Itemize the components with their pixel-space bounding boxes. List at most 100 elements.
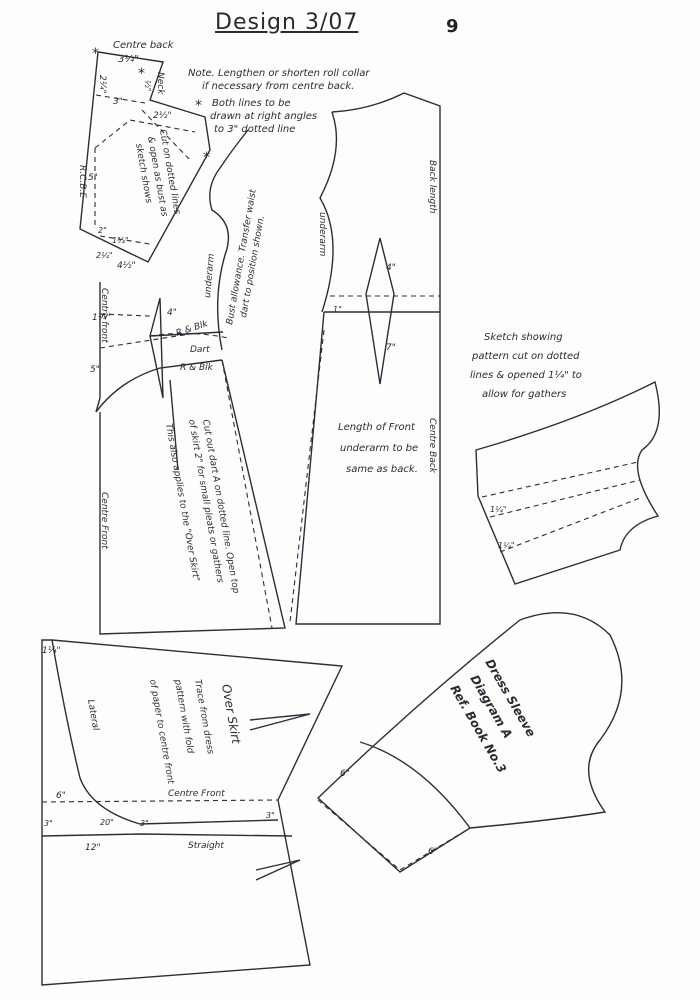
bodice-front-measure-4: 4": [167, 308, 177, 318]
bodice-front-underarm-label: underarm: [203, 253, 217, 298]
note-1-line-2: if necessary from centre back.: [202, 81, 354, 92]
dress-sleeve-measure-6b: 6": [428, 847, 438, 857]
skirt-front-dotted-dart: [221, 359, 273, 629]
sleeve-sketch-line-1: Sketch showing: [484, 332, 563, 343]
page-title: Design 3/07: [215, 10, 359, 35]
collar-rcbe-label: R.C.B.E: [77, 165, 87, 198]
skirt-length-note-3: same as back.: [346, 464, 418, 475]
collar-centre-back-label: Centre back: [113, 40, 175, 51]
overskirt-outline: [41, 639, 344, 986]
note-2-line-3: to 3" dotted line: [214, 124, 295, 135]
collar-outline: [79, 51, 211, 263]
overskirt-measure-12: 12": [85, 843, 101, 853]
sleeve-sketch: Sketch showing pattern cut on dotted lin…: [470, 332, 661, 585]
bodice-back-measure-7: 7": [386, 343, 396, 353]
skirt-back-dotted-line: [289, 329, 325, 623]
sleeve-sketch-line-2: pattern cut on dotted: [471, 351, 580, 362]
overskirt-measure-3c: 3": [44, 819, 53, 828]
dress-sleeve-measure-6a: 6": [340, 769, 350, 779]
note-1-line-1: Note. Lengthen or shorten roll collar: [188, 68, 370, 79]
bodice-front-measure-1-1-4: 1¼": [92, 313, 111, 323]
bodice-front-bust-line: [99, 333, 191, 349]
overskirt-measure-3a: 3": [140, 819, 149, 828]
bodice-back-underarm-label: underarm: [317, 212, 327, 257]
star-mark-4: *: [195, 98, 202, 114]
bodice-front-measure-5: 5": [90, 365, 100, 375]
collar-dotted-line-mid: [94, 119, 196, 149]
collar-measure-3-1-4: 3¼": [118, 53, 139, 65]
overskirt-inner-curve: [51, 639, 279, 825]
overskirt-lateral-label: Lateral: [85, 699, 100, 732]
bodice-back-armhole: [319, 111, 338, 313]
skirt-back-outline: [295, 311, 441, 625]
collar-piece: Centre back 3¼" 2¼" ½" Neck 3" 2½" R.C.B…: [77, 40, 211, 271]
skirt-front-dart-leg: [169, 379, 179, 471]
page-number: 9: [446, 16, 459, 37]
overskirt-measure-6: 6": [56, 791, 66, 801]
overskirt-title: Over Skirt: [219, 683, 243, 746]
collar-measure-5: 5": [88, 173, 98, 183]
overskirt-measure-3b: 3": [266, 811, 275, 820]
note-2-line-2: drawn at right angles: [210, 111, 317, 122]
bodice-back-dart: [365, 237, 395, 385]
collar-measure-2: 2": [98, 226, 107, 235]
overskirt-centre-front-dotted: [41, 799, 279, 803]
notes-block: * * * Note. Lengthen or shorten roll col…: [92, 46, 370, 166]
sleeve-sketch-measure-a: 1¼": [490, 505, 507, 514]
overskirt-trace-note-2: pattern with fold: [172, 678, 195, 755]
overskirt-measure-20: 20": [100, 818, 114, 827]
bodice-front-waist-curve: [95, 359, 223, 413]
overskirt-dart-2: [255, 859, 301, 881]
bodice-front-rbk-1: R & Blk: [175, 319, 210, 339]
bodice-front-piece: Centre front 1¼" 5" 4" R & Blk Dart R & …: [90, 129, 267, 413]
sleeve-sketch-outline: [475, 380, 661, 585]
skirt-piece: Centre Front Centre Back Length of Front…: [99, 311, 441, 635]
collar-measure-2-1-4-b: 2¼": [96, 251, 113, 260]
overskirt-measure-1-1-4: 1¼": [42, 646, 61, 656]
bodice-front-dart-label: Dart: [190, 345, 210, 355]
skirt-length-note-1: Length of Front: [338, 422, 416, 433]
overskirt-trace-note-1: Trace from dress: [192, 679, 215, 756]
bodice-front-dart-dotted: [149, 332, 229, 339]
overskirt-trace-note-3: of paper to centre front: [147, 679, 175, 785]
skirt-front-outline: [99, 359, 286, 635]
collar-measure-2-1-2: 2½": [153, 111, 172, 121]
bodice-back-measure-1: 1": [333, 305, 342, 314]
dress-sleeve-inner-line: [359, 741, 471, 829]
dress-sleeve-outline: [316, 612, 623, 873]
collar-measure-3: 3": [113, 97, 123, 107]
star-mark-3: *: [203, 150, 210, 166]
bodice-front-rbk-2: R & Blk: [180, 363, 214, 373]
overskirt-piece: 1¼" Over Skirt Trace from dress pattern …: [41, 639, 344, 986]
bodice-front-dart: [149, 297, 164, 399]
bodice-front-dart-leg: [149, 331, 224, 337]
skirt-centre-back-label: Centre Back: [427, 418, 437, 474]
note-2-line-1: Both lines to be: [212, 98, 291, 109]
star-mark-2: *: [138, 66, 145, 82]
collar-measure-half: ½": [143, 80, 152, 91]
bodice-back-length-label: Back length: [427, 160, 437, 214]
dress-sleeve-dotted-hem: [317, 799, 471, 871]
collar-neck-label: Neck: [155, 72, 165, 95]
bodice-back-top: [331, 92, 441, 312]
collar-measure-2-1-4: 2¼": [97, 75, 107, 94]
bodice-back-piece: Back length underarm 4" 1" 7": [317, 92, 441, 385]
dress-sleeve-piece: Dress Sleeve Diagram A Ref. Book No.3 6"…: [316, 612, 623, 873]
overskirt-centre-front-label: Centre Front: [168, 789, 225, 799]
collar-dotted-line-diag: [141, 109, 191, 161]
sleeve-sketch-line-3: lines & opened 1¼" to: [470, 369, 582, 381]
bodice-front-centre-label: Centre front: [99, 288, 109, 343]
sleeve-sketch-dotted-lines: [481, 461, 641, 553]
bodice-front-armhole: [209, 129, 249, 351]
star-mark-1: *: [92, 46, 99, 62]
collar-measure-4-1-2: 4½": [117, 261, 136, 271]
sleeve-sketch-line-4: allow for gathers: [482, 389, 566, 400]
overskirt-straight-line: [41, 833, 293, 837]
overskirt-dart-1: [249, 713, 311, 731]
overskirt-straight-label: Straight: [188, 841, 224, 851]
skirt-centre-front-label: Centre Front: [99, 492, 109, 549]
collar-measure-1-3-4: 1¾": [112, 236, 129, 245]
sleeve-sketch-measure-b: 1¼": [498, 541, 515, 550]
